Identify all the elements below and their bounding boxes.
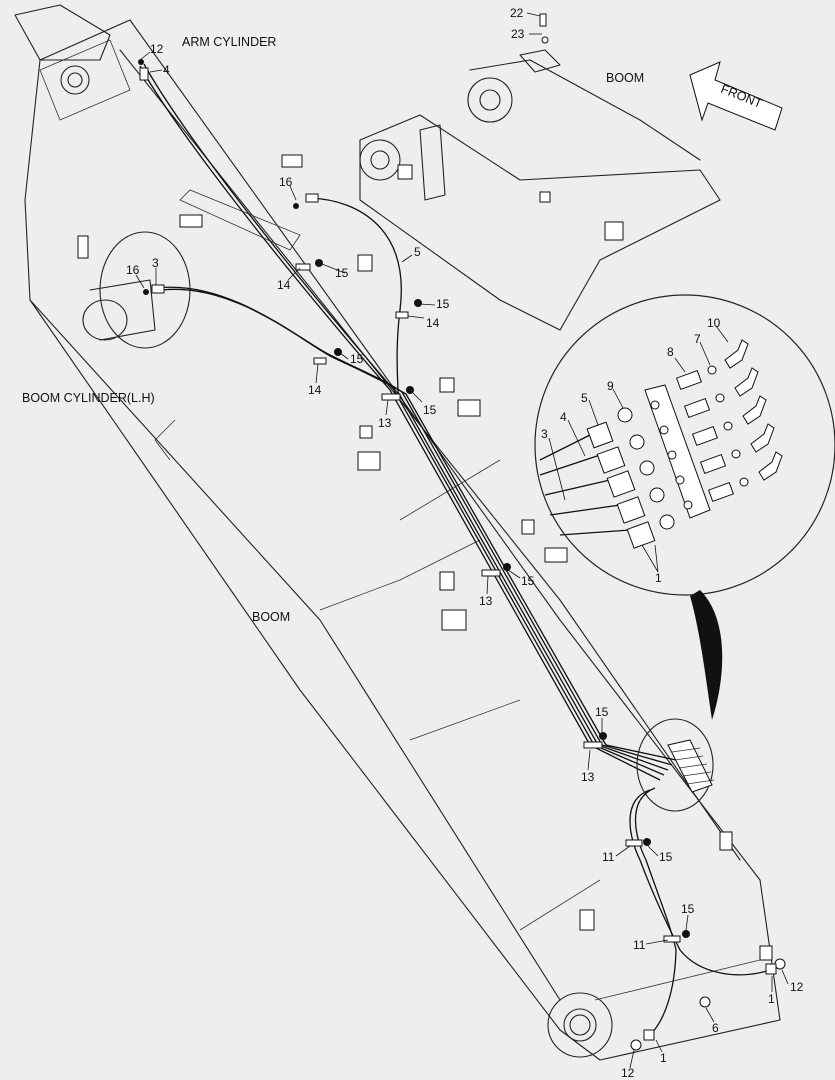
caption-boom-top: BOOM [606, 71, 644, 85]
label-22: 22 [510, 6, 524, 20]
detail-label-4: 4 [560, 410, 567, 424]
detail-label-3: 3 [541, 427, 548, 441]
label-1-right: 1 [768, 992, 775, 1006]
fitting-block [636, 718, 715, 812]
detail-callout [534, 294, 835, 720]
detail-label-1: 1 [655, 571, 662, 585]
label-12-right: 12 [790, 980, 804, 994]
label-14-c: 14 [308, 383, 322, 397]
label-15-c: 15 [350, 352, 364, 366]
label-15-h: 15 [681, 902, 695, 916]
label-15-d: 15 [423, 403, 437, 417]
upper-boom-structure [359, 49, 721, 331]
label-15-b: 15 [436, 297, 450, 311]
label-11-b: 11 [633, 938, 646, 952]
label-5: 5 [414, 245, 421, 259]
part-labels: 22 23 12 4 16 5 15 14 16 3 15 14 15 14 1… [126, 6, 804, 1080]
front-arrow-icon: FRONT [689, 61, 783, 131]
label-13-b: 13 [479, 594, 493, 608]
label-1-bottom: 1 [660, 1051, 667, 1065]
detail-label-5: 5 [581, 391, 588, 405]
label-4-top: 4 [163, 63, 170, 77]
detail-label-10: 10 [707, 316, 721, 330]
clamps [138, 13, 786, 1051]
boom-structure [14, 4, 781, 1061]
label-15-e: 15 [521, 574, 535, 588]
label-15-f: 15 [595, 705, 609, 719]
caption-boom-cylinder: BOOM CYLINDER(L.H) [22, 391, 155, 405]
leader-lines [135, 12, 789, 1069]
detail-label-9: 9 [607, 379, 614, 393]
detail-label-8: 8 [667, 345, 674, 359]
label-15-a: 15 [335, 266, 349, 280]
label-11-a: 11 [602, 850, 615, 864]
hose-lines [139, 63, 771, 1036]
label-14-a: 14 [277, 278, 291, 292]
label-15-g: 15 [659, 850, 673, 864]
label-13-a: 13 [378, 416, 392, 430]
label-16-top: 16 [279, 175, 293, 189]
label-12-top: 12 [150, 42, 164, 56]
caption-arm-cylinder: ARM CYLINDER [182, 35, 276, 49]
label-12-bottom: 12 [621, 1066, 635, 1080]
label-16-b: 16 [126, 263, 140, 277]
detail-label-7: 7 [694, 332, 701, 346]
label-23: 23 [511, 27, 525, 41]
label-3-a: 3 [152, 256, 159, 270]
label-6: 6 [712, 1021, 719, 1035]
caption-boom-main: BOOM [252, 610, 290, 624]
label-14-b: 14 [426, 316, 440, 330]
label-13-c: 13 [581, 770, 595, 784]
